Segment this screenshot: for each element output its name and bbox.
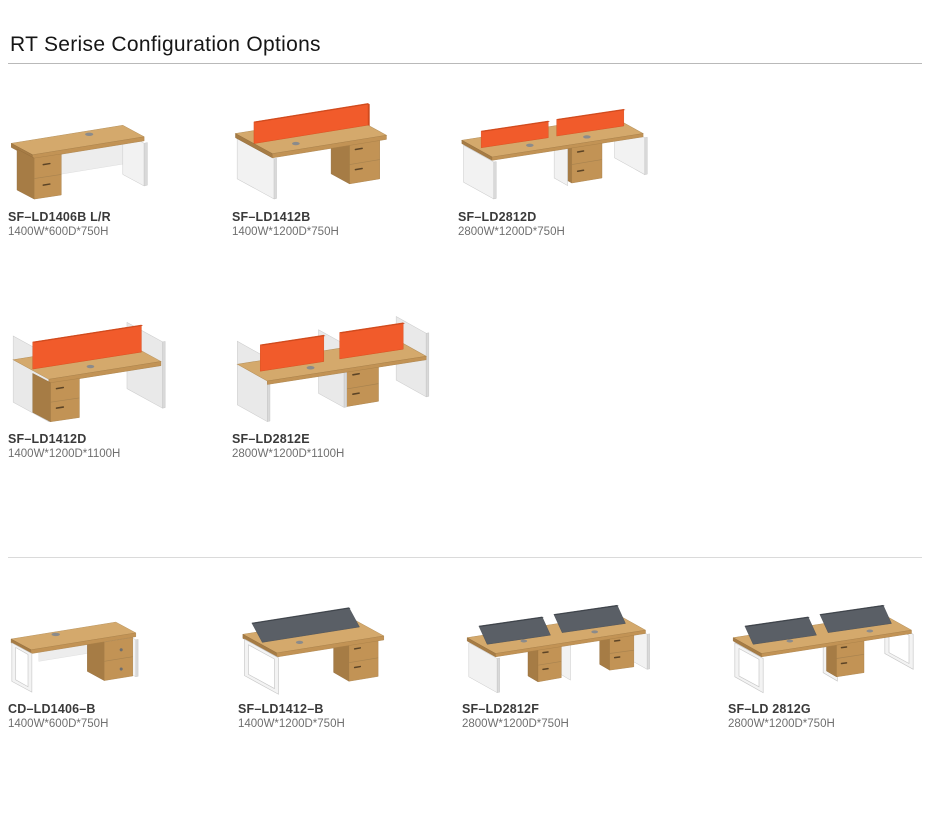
title-rule [8, 63, 922, 64]
product-dims: 1400W*1200D*1100H [8, 448, 121, 460]
orange-divider-screens [260, 322, 405, 372]
desk-illustration-high-panel-workstation [12, 321, 166, 423]
product-illustration [8, 94, 220, 204]
product-code: SF–LD1412B [232, 210, 311, 224]
cable-grommets [526, 135, 591, 147]
orange-divider-screen [32, 324, 144, 370]
pedestal-cabinet [32, 372, 80, 423]
cable-grommets [786, 629, 874, 643]
orange-divider-screens [480, 108, 626, 149]
product-code: SF–LD2812F [462, 702, 540, 716]
product-code: SF–LD1412D [8, 432, 87, 446]
dark-divider-screens [744, 604, 892, 645]
side-panel-leg-left [463, 144, 497, 200]
product-dims: 2800W*1200D*750H [728, 718, 835, 730]
product-code: SF–LD2812E [232, 432, 310, 446]
cable-grommet [86, 364, 95, 369]
pedestal-cabinet-1 [527, 642, 562, 683]
product-code: CD–LD1406–B [8, 702, 96, 716]
product-card: SF–LD1412–B 1400W*1200D*750H [238, 598, 450, 730]
cable-grommet [51, 632, 60, 637]
cable-grommet [306, 365, 315, 370]
desk-illustration-4-seat-dark-screens [466, 604, 650, 694]
desk-illustration-dark-screen-loop-leg [242, 607, 385, 695]
orange-divider-screen [253, 103, 370, 144]
product-illustration [238, 598, 450, 696]
product-illustration [8, 306, 220, 426]
dark-divider-screens [478, 604, 626, 645]
product-card: SF–LD 2812G 2800W*1200D*750H [728, 598, 930, 730]
product-illustration [232, 306, 444, 426]
product-illustration [458, 94, 670, 204]
pedestal-cabinet-2 [599, 630, 635, 671]
dark-divider-screen [251, 607, 360, 643]
product-illustration [728, 598, 930, 696]
product-card: CD–LD1406–B 1400W*600D*750H [8, 598, 220, 730]
product-dims: 1400W*600D*750H [8, 718, 109, 730]
pedestal-cabinet [16, 148, 62, 200]
product-illustration [232, 94, 444, 204]
page-title: RT Serise Configuration Options [10, 33, 321, 56]
product-illustration [462, 598, 674, 696]
desk-illustration-4-seat-orange-screens [461, 108, 648, 200]
pedestal-cabinet [87, 632, 133, 681]
cable-grommet [292, 141, 300, 146]
product-card: SF–LD2812E 2800W*1200D*1100H [232, 306, 444, 460]
product-code: SF–LD1406B L/R [8, 210, 111, 224]
product-dims: 1400W*1200D*750H [232, 226, 339, 238]
desk-illustration-4-seat-dark-screens-loop-legs [732, 604, 914, 694]
desk-illustration-loop-leg-desk [10, 621, 139, 693]
product-illustration [8, 598, 220, 696]
o-frame-leg [244, 638, 279, 695]
desktop [10, 621, 137, 654]
product-card: SF–LD2812F 2800W*1200D*750H [462, 598, 674, 730]
o-frame-leg [11, 642, 33, 693]
product-dims: 2800W*1200D*750H [458, 226, 565, 238]
section-divider [8, 557, 922, 558]
product-dims: 2800W*1200D*750H [462, 718, 569, 730]
product-card: SF–LD1406B L/R 1400W*600D*750H [8, 94, 220, 238]
desk-illustration-4-seat-high-panels [236, 316, 430, 423]
desk-illustration-straight-desk [10, 125, 148, 200]
cable-grommet [295, 640, 304, 645]
product-code: SF–LD2812D [458, 210, 537, 224]
product-code: SF–LD1412–B [238, 702, 324, 716]
product-card: SF–LD2812D 2800W*1200D*750H [458, 94, 670, 238]
side-panel-leg-left [468, 642, 500, 694]
product-dims: 2800W*1200D*1100H [232, 448, 345, 460]
pedestal-cabinet [826, 637, 865, 678]
product-code: SF–LD 2812G [728, 702, 811, 716]
product-card: SF–LD1412B 1400W*1200D*750H [232, 94, 444, 238]
product-card: SF–LD1412D 1400W*1200D*1100H [8, 306, 220, 460]
product-dims: 1400W*600D*750H [8, 226, 109, 238]
desk-illustration-workstation-orange-screen [234, 103, 388, 200]
product-dims: 1400W*1200D*750H [238, 718, 345, 730]
cable-grommet [85, 132, 94, 136]
o-frame-leg-left [734, 642, 764, 694]
cable-grommets [520, 630, 598, 643]
